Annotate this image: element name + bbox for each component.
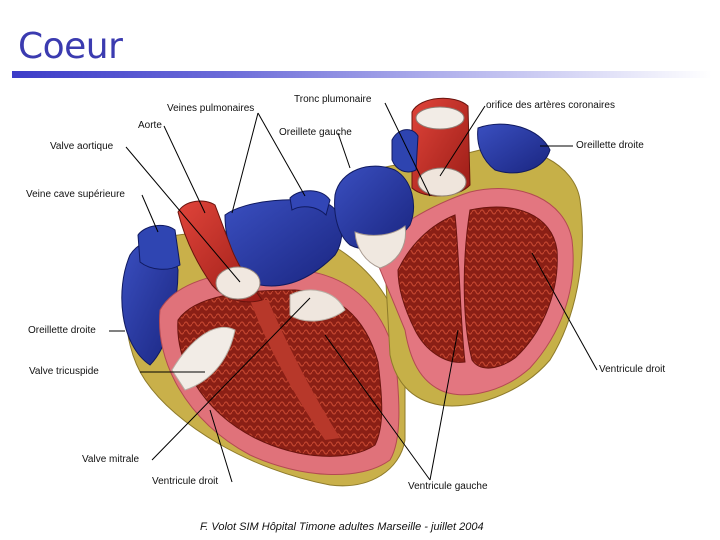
label-ventricule-droit-bottom: Ventricule droit (152, 476, 218, 487)
leader-oreillete-gauche (338, 133, 350, 168)
small-vein-shape (392, 130, 418, 172)
label-orifice-arteres-coronaires: orifice des artères coronaires (486, 100, 615, 111)
label-veine-cave-superieure: Veine cave supérieure (26, 189, 125, 200)
label-oreillete-gauche: Oreillete gauche (279, 127, 352, 138)
leader-veines-pulmonaires-1 (232, 113, 258, 213)
pulmonary-trunk-opening (416, 107, 464, 129)
label-aorte: Aorte (138, 120, 162, 131)
label-ventricule-gauche: Ventricule gauche (408, 481, 488, 492)
heart-diagram: Veines pulmonaires Tronc plumonaire orif… (0, 80, 720, 510)
label-oreillette-droite-right: Oreillette droite (576, 140, 644, 151)
label-valve-tricuspide: Valve tricuspide (29, 366, 99, 377)
slide-title: Coeur (18, 26, 122, 67)
title-underline-bar (12, 71, 712, 78)
aortic-valve-shape (216, 267, 260, 299)
label-tronc-pulmonaire: Tronc plumonaire (294, 94, 371, 105)
superior-vena-cava-shape (138, 225, 180, 269)
slide-footer: F. Volot SIM Hôpital Timone adultes Mars… (200, 521, 484, 533)
label-veines-pulmonaires: Veines pulmonaires (167, 103, 254, 114)
label-valve-mitrale: Valve mitrale (82, 454, 139, 465)
leader-veines-pulmonaires-2 (258, 113, 305, 196)
label-ventricule-droit-right: Ventricule droit (599, 364, 665, 375)
label-oreillette-droite-left: Oreillette droite (28, 325, 96, 336)
label-valve-aortique: Valve aortique (50, 141, 113, 152)
